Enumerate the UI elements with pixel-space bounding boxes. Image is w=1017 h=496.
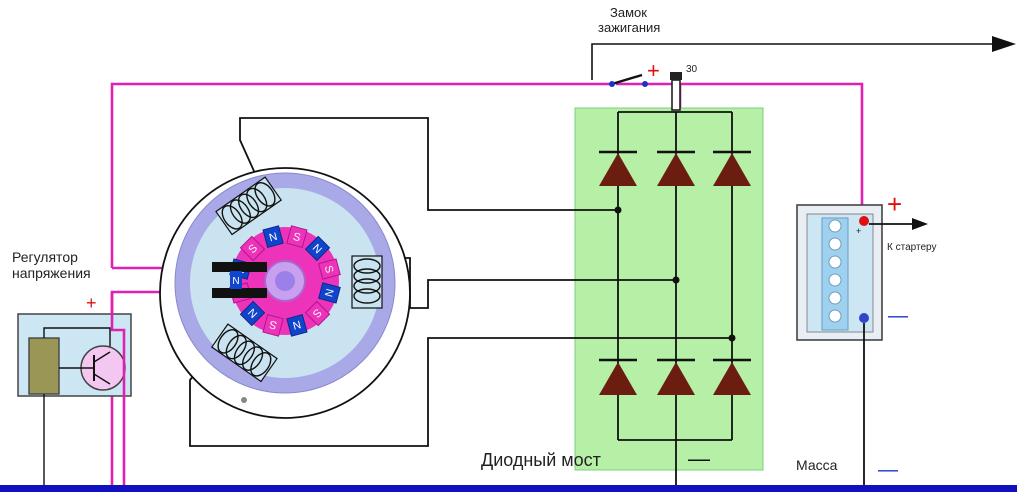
rotor-pole: S [318, 258, 341, 280]
rotor-pole-label: S [322, 264, 335, 274]
diode-bottom-1 [599, 358, 637, 395]
rotor-pole-label: N [291, 318, 302, 332]
rotor: SNSNSNSNSNSN [229, 225, 341, 337]
battery-positive-terminal [859, 216, 869, 226]
terminal-30-label: 30 [686, 64, 698, 75]
voltage-regulator [17, 292, 132, 485]
battery: + [796, 204, 883, 341]
rotor-pole-label: S [292, 231, 302, 244]
rotor-pole-label: N [322, 287, 336, 298]
diode-bottom-3 [713, 358, 751, 395]
resistor [28, 337, 60, 395]
ground-bar [0, 485, 1017, 492]
rotor-pole: S [304, 300, 331, 327]
battery-plus-mark: + [856, 226, 861, 236]
mass-minus-sign: — [878, 459, 898, 481]
slip-ring-n-label: N [232, 276, 239, 287]
rotor-pole: N [262, 225, 284, 248]
rotor-pole: N [318, 282, 341, 304]
arrow-right-icon [912, 218, 928, 230]
mass-label: Масса [796, 457, 838, 473]
rotor-pole: N [304, 235, 331, 262]
rotor-pole: S [262, 314, 284, 337]
bridge-minus-sign: — [688, 446, 710, 471]
battery-plus-sign: + [887, 189, 902, 219]
diode-top-1 [599, 150, 637, 186]
stator-coil-bottom [210, 323, 278, 383]
node-dot [672, 276, 680, 284]
rotor-pole: N [286, 314, 308, 337]
starter-lead [869, 218, 928, 230]
diode-bridge-label: Диодный мост [481, 450, 601, 470]
rotor-pole-label: N [268, 231, 279, 245]
node-dot [728, 334, 736, 342]
to-starter-label: К стартеру [887, 242, 936, 253]
stator-coil-top [215, 176, 283, 236]
coil-terminal [241, 397, 247, 403]
rotor-pole: S [239, 235, 266, 262]
regulator-plus-sign: + [86, 293, 97, 313]
brush-top [212, 262, 267, 272]
stator-coil-right [351, 255, 383, 309]
brushes: N [212, 262, 267, 298]
rotor-pole-label: S [268, 318, 278, 331]
ignition-wire [591, 36, 1016, 80]
ignition-label-line2: зажигания [598, 20, 660, 35]
battery-negative-terminal [859, 313, 869, 323]
ignition-switch[interactable] [609, 73, 648, 87]
arrow-right-icon [992, 36, 1016, 52]
rotor-pole: S [286, 225, 308, 248]
ignition-label-line1: Замок [610, 5, 647, 20]
ignition-plus-sign: + [647, 58, 660, 83]
regulator-label-line1: Регулятор [12, 249, 78, 265]
diode-bottom-2 [657, 358, 695, 395]
node-dot [614, 206, 622, 214]
diode-top-2 [657, 150, 695, 186]
terminal-30 [670, 72, 682, 111]
brush-bottom [212, 288, 267, 298]
battery-minus-sign: — [888, 305, 908, 327]
rotor-pole: N [239, 300, 266, 327]
diode-top-3 [713, 150, 751, 186]
slip-ring-n [230, 271, 242, 289]
regulator-label-line2: напряжения [12, 265, 91, 281]
